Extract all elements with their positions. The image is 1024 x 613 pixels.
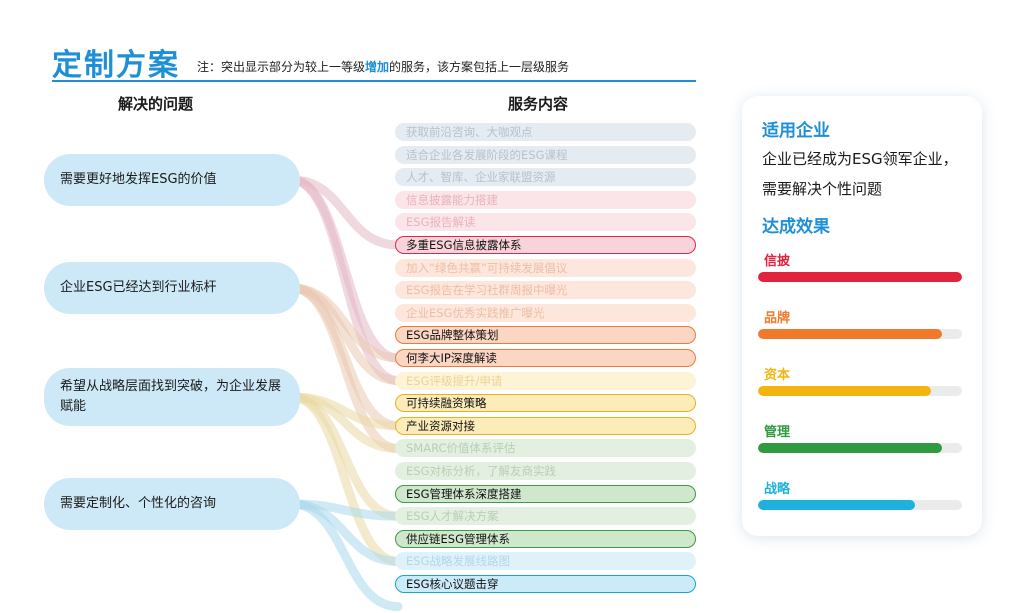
problem-label: 希望从战略层面找到突破，为企业发展赋能 [60, 379, 282, 414]
effect-bar-label: 管理 [764, 425, 791, 440]
problem-item: 希望从战略层面找到突破，为企业发展赋能 [44, 368, 300, 426]
title-divider [52, 80, 696, 82]
page-title: 定制方案 [52, 48, 180, 83]
connector-link [287, 175, 403, 386]
effect-bar-fill [758, 386, 932, 396]
effect-bar-fill [758, 272, 962, 282]
effect-bar-label: 资本 [764, 368, 791, 383]
connector-link [287, 283, 403, 453]
service-item: ESG对标分析，了解友商实践 [395, 462, 696, 480]
service-item-highlighted: 何李大IP深度解读 [395, 349, 696, 367]
applicable-card: 适用企业 企业已经成为ESG领军企业，需要解决个性问题 达成效果 信披品牌资本管… [742, 96, 982, 536]
service-item: 企业ESG优秀实践推广曝光 [395, 303, 696, 322]
effect-bar-track [758, 386, 962, 396]
service-item-highlighted: ESG管理体系深度搭建 [395, 484, 696, 503]
effect-bar-track [758, 500, 962, 510]
effect-bar-fill [758, 500, 916, 510]
effect-bar-fill [758, 329, 942, 339]
effect-bar-label: 信披 [764, 254, 791, 269]
service-item-highlighted: 多重ESG信息披露体系 [395, 236, 696, 254]
page-note: 注：突出显示部分为较上一等级增加的服务，该方案包括上一层级服务 [197, 58, 569, 75]
note-prefix: 注：突出显示部分为较上一等级 [197, 60, 366, 74]
connector-link [287, 392, 403, 566]
applicable-heading: 适用企业 [762, 121, 830, 141]
effect-bar-track [758, 443, 962, 453]
note-highlight: 增加 [365, 60, 390, 74]
problem-label: 需要定制化、个性化的咨询 [60, 496, 217, 511]
service-item: ESG人才解决方案 [395, 507, 696, 526]
effect-bar-track [758, 329, 962, 339]
service-item: ESG评级提升/申请 [395, 371, 696, 390]
service-item-highlighted: ESG品牌整体策划 [395, 326, 696, 345]
effect-bar-label: 品牌 [764, 311, 791, 326]
service-item: ESG战略发展线路图 [395, 552, 696, 571]
service-item: 人才、智库、企业家联盟资源 [395, 168, 696, 187]
service-item: 加入“绿色共赢”可持续发展倡议 [395, 258, 696, 277]
problem-item: 需要定制化、个性化的咨询 [44, 478, 300, 530]
problem-item: 企业ESG已经达到行业标杆 [44, 262, 300, 314]
service-item: ESG报告解读 [395, 213, 696, 232]
effect-heading: 达成效果 [762, 217, 830, 237]
problems-heading: 解决的问题 [118, 95, 194, 113]
problem-label: 需要更好地发挥ESG的价值 [60, 172, 217, 187]
applicable-description: 企业已经成为ESG领军企业，需要解决个性问题 [762, 150, 958, 198]
effect-bar-fill [758, 443, 942, 453]
service-item: 信息披露能力搭建 [395, 190, 696, 209]
services-heading: 服务内容 [508, 95, 569, 113]
effect-bar-label: 战略 [764, 482, 791, 497]
service-item: 获取前沿咨询、大咖观点 [395, 123, 696, 141]
service-item: ESG报告在学习社群周报中曝光 [395, 281, 696, 300]
service-item-highlighted: 供应链ESG管理体系 [395, 529, 696, 548]
service-item-highlighted: ESG核心议题击穿 [395, 575, 696, 593]
service-item-highlighted: 产业资源对接 [395, 416, 696, 435]
problem-item: 需要更好地发挥ESG的价值 [44, 154, 300, 206]
service-item: SMARC价值体系评估 [395, 439, 696, 458]
service-item-highlighted: 可持续融资策略 [395, 394, 696, 413]
connector-link [287, 499, 403, 612]
service-item: 适合企业各发展阶段的ESG课程 [395, 145, 696, 164]
problem-label: 企业ESG已经达到行业标杆 [60, 280, 217, 295]
note-suffix: 的服务，该方案包括上一层级服务 [389, 60, 570, 74]
effect-bar-track [758, 272, 962, 282]
